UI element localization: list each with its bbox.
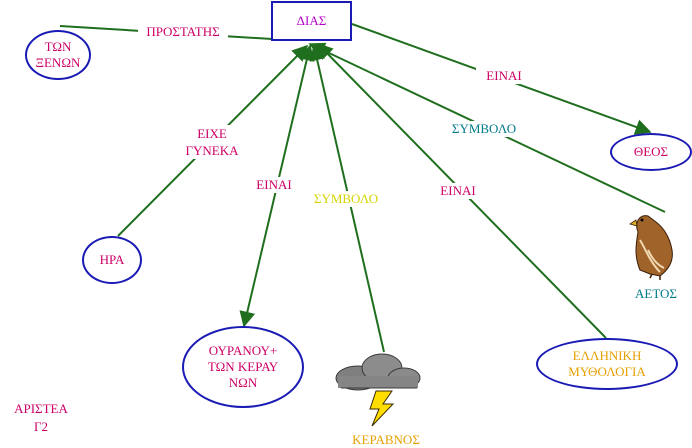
eagle-icon xyxy=(629,215,673,280)
node-ton-xenon[interactable]: ΤΩΝ ΞΕΝΩΝ xyxy=(25,30,91,80)
aetos-caption: ΑΕΤΟΣ xyxy=(635,286,677,301)
author-name: ΑΡΙΣΤΕΑ xyxy=(14,401,68,416)
node-ouranou[interactable]: ΟΥΡΑΝΟΥ+ ΤΩΝ ΚΕΡΑΥ ΝΩΝ xyxy=(182,326,304,408)
label-eixe-gyneka-line-1: ΕΙΧΕ xyxy=(197,126,227,141)
author-signature: ΑΡΙΣΤΕΑ Γ2 xyxy=(4,400,78,436)
author-class: Γ2 xyxy=(33,419,48,434)
label-prostatis: ΠΡΟΣΤΑΤΗΣ xyxy=(138,24,228,40)
node-elliniki-line-1: ΕΛΛΗΝΙΚΗ xyxy=(572,348,642,363)
node-dias[interactable]: ΔΙΑΣ xyxy=(271,1,352,41)
node-ouranou-line-2: ΤΩΝ ΚΕΡΑΥ xyxy=(207,359,279,374)
node-theos-label: ΘΕΟΣ xyxy=(633,144,669,159)
label-eixe-gyneka: ΕΙΧΕ ΓΥΝΕΚΑ xyxy=(180,125,244,159)
label-symvolo-keravnos: ΣΥΜΒΟΛΟ xyxy=(304,191,388,207)
lightning-cloud-icon xyxy=(335,353,421,427)
node-ton-xenon-line-1: ΤΩΝ xyxy=(44,39,72,54)
node-theos[interactable]: ΘΕΟΣ xyxy=(610,133,692,171)
label-eixe-gyneka-line-2: ΓΥΝΕΚΑ xyxy=(185,143,239,158)
node-elliniki-mythologia[interactable]: ΕΛΛΗΝΙΚΗ ΜΥΘΟΛΟΓΙΑ xyxy=(536,338,678,390)
node-elliniki-line-2: ΜΥΘΟΛΟΓΙΑ xyxy=(568,364,646,379)
label-einai-ouranou: ΕΙΝΑΙ xyxy=(248,177,300,193)
node-hra-label: ΗΡΑ xyxy=(99,252,125,267)
node-ouranou-line-3: ΝΩΝ xyxy=(228,375,258,390)
node-ouranou-line-1: ΟΥΡΑΝΟΥ+ xyxy=(208,343,278,358)
node-hra[interactable]: ΗΡΑ xyxy=(82,236,142,284)
label-einai-theos: ΕΙΝΑΙ xyxy=(476,68,532,84)
label-einai-mythologia: ΕΙΝΑΙ xyxy=(432,183,484,199)
node-dias-label: ΔΙΑΣ xyxy=(296,13,327,28)
node-ton-xenon-line-2: ΞΕΝΩΝ xyxy=(35,55,81,70)
keravnos-caption: ΚΕΡΑΒΝΟΣ xyxy=(352,432,420,447)
label-symvolo-aetos: ΣΥΜΒΟΛΟ xyxy=(444,121,524,137)
